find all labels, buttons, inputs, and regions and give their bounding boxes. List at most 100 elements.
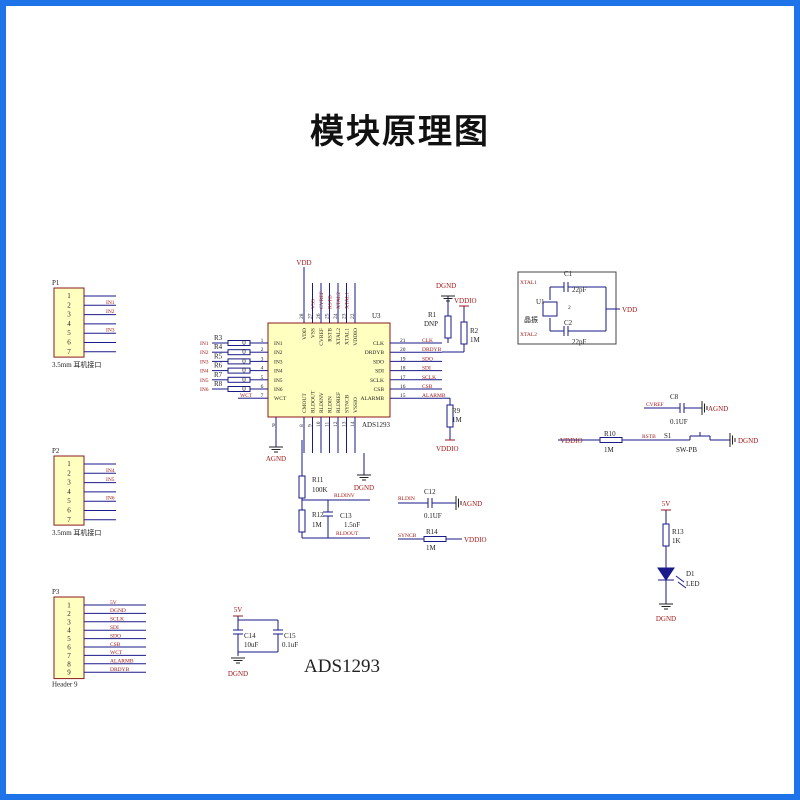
resistor-value: 100K — [312, 486, 328, 494]
ic-pin-name: XTAL1 — [345, 328, 351, 345]
net-label: DRDYB — [422, 347, 442, 353]
net-label: CSB — [422, 384, 433, 390]
net-label: IN1 — [200, 341, 209, 347]
ic-pin-number: 1 — [261, 338, 264, 344]
resistor-value: 1M — [312, 521, 323, 529]
ic-pin-number: 18 — [400, 366, 406, 372]
net-label: XTAL2 — [336, 292, 342, 309]
ic-pin-name: DRDYB — [365, 350, 385, 356]
crystal-box — [517, 271, 617, 345]
ic-pin-number: 16 — [400, 384, 406, 390]
series-resistor — [227, 386, 251, 392]
ic-pin-number: 19 — [400, 356, 406, 362]
ic-pin-number: 20 — [400, 347, 406, 353]
ic-pin-name: IN3 — [274, 359, 283, 365]
ic-pin-name: SDI — [375, 369, 384, 375]
dgnd-label: DGND — [354, 484, 374, 492]
crystal-ref: U1 — [536, 298, 545, 306]
connector-pin-number: 1 — [67, 602, 71, 610]
vddio-label: VDDIO — [464, 536, 487, 544]
vddio-label: VDDIO — [436, 445, 459, 453]
capacitor-value: 22pF — [572, 286, 587, 294]
ic-pin-number: 14 — [350, 421, 356, 427]
agnd-label: AGND — [266, 455, 286, 463]
connector-pin-number: 1 — [67, 292, 71, 300]
resistor-ref: R9 — [452, 407, 461, 415]
ic-pin-name: ALARMB — [360, 396, 384, 402]
schematic-label: ADS1293 — [304, 656, 380, 677]
led-arrow — [677, 581, 687, 589]
net-label: IN3 — [106, 328, 115, 334]
net-label: IN1 — [106, 300, 115, 306]
resistor-value: 0 — [242, 339, 246, 347]
series-resistor — [227, 358, 251, 365]
net-label: IN5 — [200, 378, 209, 384]
capacitor-value: 22pF — [572, 338, 587, 346]
net-label: XTAL1 — [345, 292, 351, 309]
net-label: IN6 — [106, 496, 115, 502]
switch-value: SW-PB — [676, 446, 697, 454]
net-label: DGND — [110, 608, 126, 614]
ic-pin-name: RSTB — [328, 328, 334, 342]
ic-pin-name: IN4 — [274, 369, 283, 375]
net-label: XTAL2 — [520, 332, 537, 338]
r2-resistor — [460, 321, 468, 345]
resistor-value: 0 — [242, 385, 246, 393]
net-label: IN3 — [200, 359, 209, 365]
connector-pin-number: 3 — [67, 479, 71, 487]
series-resistor — [227, 376, 251, 383]
resistor-ref: R8 — [214, 380, 223, 388]
net-label: ALARMB — [422, 393, 446, 399]
capacitor-ref: C1 — [564, 270, 573, 278]
page-title: 模块原理图 — [310, 112, 490, 152]
connector-body — [53, 287, 85, 358]
vdd-label: VDD — [622, 306, 637, 314]
dgnd-label: DGND — [738, 437, 758, 445]
agnd-label: AGND — [708, 405, 728, 413]
led-arrow — [675, 575, 685, 583]
connector-pin-number: 5 — [67, 329, 71, 337]
ic-pin-number: 22 — [350, 313, 356, 319]
net-label: IN4 — [200, 369, 209, 375]
resistor-ref: R10 — [604, 430, 616, 438]
crystal-symbol — [542, 301, 558, 317]
net-label: RSTB — [328, 295, 334, 309]
connector-pin-number: 7 — [67, 516, 71, 524]
led-value: LED — [686, 580, 700, 588]
ic-body — [267, 322, 391, 418]
net-label: RLDINV — [334, 493, 355, 499]
ic-pin-name: XTAL2 — [336, 328, 342, 345]
ic-pin-name: VSS — [311, 328, 317, 338]
dgnd-label: DGND — [228, 670, 248, 678]
resistor-ref: R12 — [312, 511, 324, 519]
ic-pin-name: RLDOUT — [311, 390, 317, 413]
net-label: WCT — [240, 393, 253, 399]
r14-resistor — [423, 536, 447, 542]
capacitor-ref: C13 — [340, 512, 352, 520]
net-label: RLDIN — [398, 496, 415, 502]
ic-pin-number: 11 — [325, 421, 331, 427]
ic-pin-name: CVREF — [319, 328, 325, 346]
ic-pin-number: 3 — [261, 356, 264, 362]
ic-pin-name: CSB — [374, 387, 385, 393]
ic-pin-number: 28 — [299, 313, 305, 319]
connector-pin-number: 5 — [67, 497, 71, 505]
led-symbol — [657, 567, 675, 581]
resistor-ref: R3 — [214, 334, 223, 342]
net-label: IN4 — [106, 468, 115, 474]
resistor-value: 0 — [242, 376, 246, 384]
series-resistor — [227, 367, 251, 374]
connector-ref: P1 — [52, 279, 60, 287]
net-label: WCT — [110, 650, 123, 656]
connector-pin-number: 5 — [67, 635, 71, 643]
net-label: IN2 — [106, 309, 115, 315]
resistor-value: 1M — [470, 336, 481, 344]
ic-pin-number: 27 — [308, 313, 314, 319]
net-label: SDI — [422, 366, 431, 372]
ic-pin-name: SCLK — [370, 378, 384, 384]
connector-ref: P3 — [52, 588, 60, 596]
connector-pin-number: 1 — [67, 460, 71, 468]
connector-pin-number: 9 — [67, 669, 71, 677]
capacitor-value: 0.1UF — [670, 418, 688, 426]
connector-pin-number: 2 — [67, 469, 71, 477]
